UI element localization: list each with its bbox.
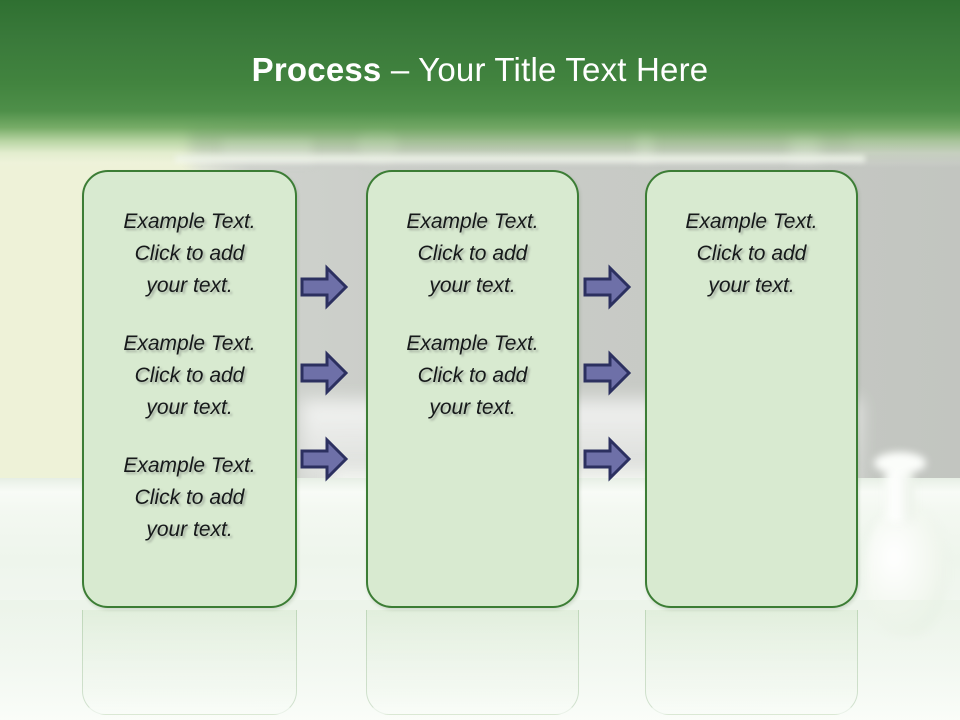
background-pitcher-lip	[874, 452, 926, 474]
page-title: Process – Your Title Text Here	[0, 50, 960, 90]
process-box[interactable]: Example Text. Click to add your text. Exa…	[366, 170, 579, 608]
background-shelf-edge	[175, 155, 865, 162]
process-box-text[interactable]: Example Text. Click to add your text.	[123, 332, 256, 419]
page-title-strong: Process	[251, 51, 382, 88]
process-box-text[interactable]: Example Text. Click to add your text.	[123, 454, 256, 541]
process-box[interactable]: Example Text. Click to add your text.	[645, 170, 858, 608]
process-box[interactable]: Example Text. Click to add your text. Exa…	[82, 170, 297, 608]
right-arrow-icon	[300, 264, 349, 310]
right-arrow-icon	[300, 350, 349, 396]
right-arrow-icon	[583, 436, 632, 482]
process-box-content: Example Text. Click to add your text.	[647, 206, 856, 302]
process-box-text[interactable]: Example Text. Click to add your text.	[685, 210, 818, 297]
process-box-text[interactable]: Example Text. Click to add your text.	[406, 210, 539, 297]
right-arrow-icon	[300, 436, 349, 482]
right-arrow-icon	[583, 264, 632, 310]
right-arrow-icon	[583, 350, 632, 396]
process-box-text[interactable]: Example Text. Click to add your text.	[123, 210, 256, 297]
process-box-content: Example Text. Click to add your text. Exa…	[368, 206, 577, 424]
page-title-rest: – Your Title Text Here	[381, 51, 709, 88]
background-table-sheen	[0, 600, 960, 720]
process-box-text[interactable]: Example Text. Click to add your text.	[406, 332, 539, 419]
process-box-content: Example Text. Click to add your text. Exa…	[84, 206, 295, 546]
